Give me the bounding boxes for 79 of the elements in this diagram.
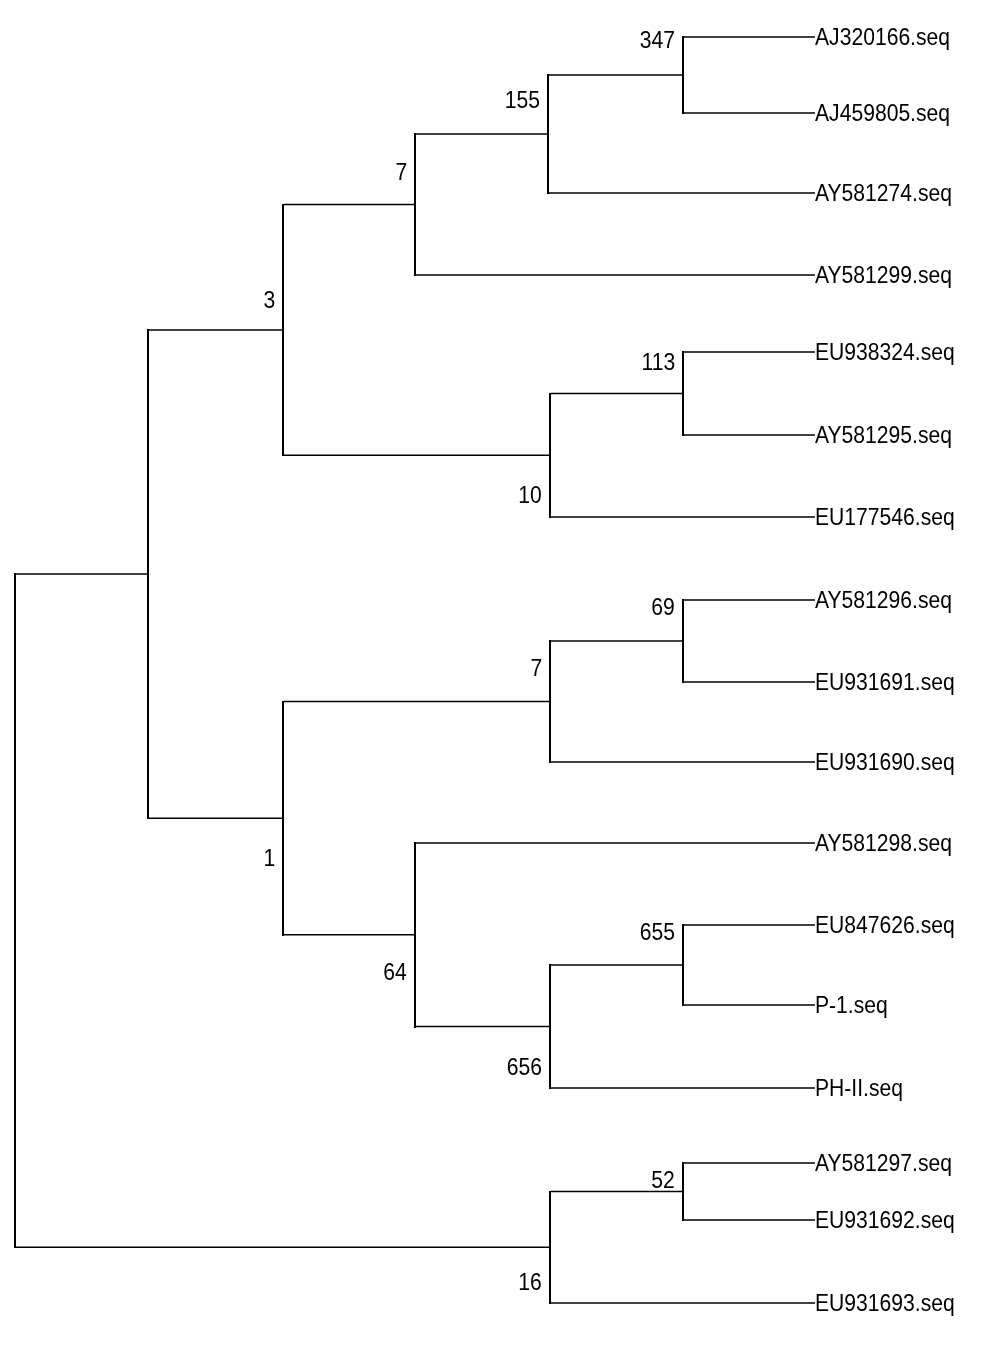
sequence-label: AY581297.seq: [815, 1149, 952, 1177]
bootstrap-value: 16: [518, 1268, 542, 1296]
branch-junction-line: [682, 599, 684, 683]
branch-junction-line: [14, 573, 16, 1249]
tree-branch: [683, 112, 816, 114]
tree-branch: [550, 392, 683, 395]
branch-junction-line: [547, 74, 549, 194]
tree-branch: [550, 1087, 816, 1089]
sequence-label: PH-II.seq: [815, 1074, 904, 1102]
sequence-label: EU177546.seq: [815, 503, 955, 531]
sequence-label: EU847626.seq: [815, 911, 955, 939]
tree-branch: [148, 817, 283, 819]
tree-branch: [550, 1302, 816, 1304]
tree-branch: [683, 1004, 816, 1006]
bootstrap-value: 347: [639, 26, 675, 54]
sequence-label: EU931691.seq: [815, 668, 955, 696]
branch-junction-line: [414, 133, 416, 276]
tree-branch: [683, 351, 816, 353]
sequence-label: AJ320166.seq: [815, 23, 951, 51]
tree-branch: [283, 203, 415, 206]
bootstrap-value: 3: [263, 286, 275, 314]
tree-branch: [550, 640, 683, 642]
branch-junction-line: [682, 1162, 684, 1221]
branch-junction-line: [549, 1190, 551, 1304]
sequence-label: AY581298.seq: [815, 829, 952, 857]
tree-branch: [683, 1162, 816, 1164]
tree-branch: [15, 1246, 550, 1248]
tree-branch: [683, 1219, 816, 1221]
tree-branch: [15, 573, 148, 575]
branch-junction-line: [682, 36, 684, 114]
tree-branch: [148, 329, 283, 331]
sequence-label: AJ459805.seq: [815, 99, 951, 127]
bootstrap-value: 655: [639, 918, 675, 946]
tree-branch: [415, 842, 816, 844]
tree-branch: [548, 192, 816, 194]
branch-junction-line: [282, 203, 284, 457]
tree-branch: [550, 964, 683, 966]
branch-junction-line: [549, 640, 551, 763]
branch-junction-line: [414, 842, 416, 1028]
bootstrap-value: 52: [651, 1166, 675, 1194]
bootstrap-value: 155: [504, 86, 540, 114]
bootstrap-value: 64: [383, 958, 407, 986]
sequence-label: EU931693.seq: [815, 1289, 955, 1317]
tree-branch: [683, 599, 816, 601]
tree-branch: [683, 36, 816, 38]
branch-junction-line: [147, 328, 149, 820]
sequence-label: EU931692.seq: [815, 1206, 955, 1234]
tree-branch: [550, 1190, 683, 1193]
bootstrap-value: 7: [395, 158, 407, 186]
bootstrap-value: 69: [651, 593, 675, 621]
tree-branch: [283, 934, 415, 936]
sequence-label: EU931690.seq: [815, 748, 955, 776]
bootstrap-value: 656: [506, 1053, 542, 1081]
branch-junction-line: [282, 700, 284, 936]
sequence-label: AY581274.seq: [815, 179, 952, 207]
sequence-label: P-1.seq: [815, 991, 888, 1019]
sequence-label: AY581296.seq: [815, 586, 952, 614]
tree-branch: [415, 274, 816, 276]
tree-branch: [548, 74, 683, 76]
sequence-label: AY581295.seq: [815, 421, 952, 449]
bootstrap-value: 10: [518, 481, 542, 509]
tree-branch: [550, 761, 816, 763]
sequence-label: AY581299.seq: [815, 261, 952, 289]
branch-junction-line: [682, 351, 684, 436]
tree-branch: [283, 700, 550, 703]
tree-branch: [683, 681, 816, 683]
tree-branch: [415, 133, 548, 135]
sequence-label: EU938324.seq: [815, 338, 955, 366]
bootstrap-value: 7: [530, 654, 542, 682]
tree-branch: [283, 454, 550, 456]
branch-junction-line: [682, 924, 684, 1006]
tree-branch: [550, 516, 816, 518]
tree-branch: [683, 434, 816, 436]
bootstrap-value: 1: [263, 844, 275, 872]
tree-branch: [683, 924, 816, 926]
branch-junction-line: [549, 964, 551, 1089]
bootstrap-value: 113: [641, 348, 675, 376]
tree-branch: [415, 1025, 550, 1028]
branch-junction-line: [549, 392, 551, 518]
